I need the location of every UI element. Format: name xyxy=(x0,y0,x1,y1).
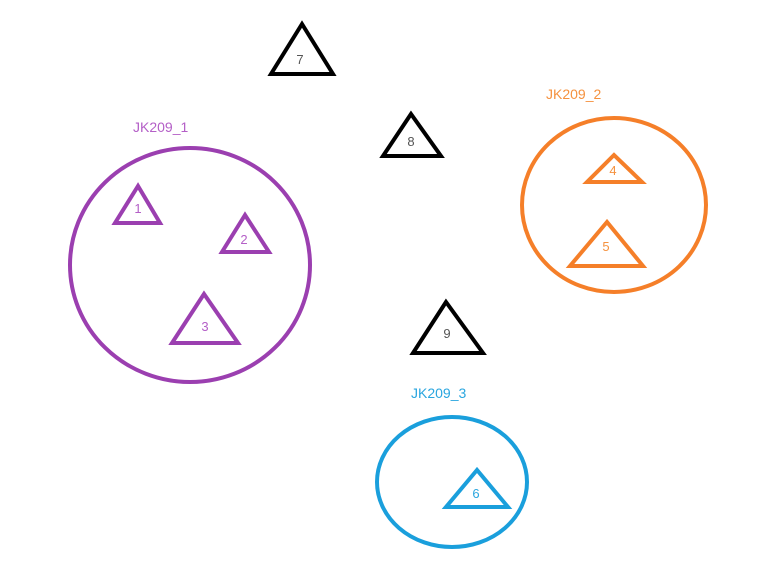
triangle-number-9: 9 xyxy=(443,326,450,341)
triangle-5 xyxy=(565,218,648,268)
triangle-7 xyxy=(267,20,337,76)
triangle-number-5: 5 xyxy=(602,239,609,254)
triangle-number-3: 3 xyxy=(201,319,208,334)
group-circle-jk209-2 xyxy=(520,116,708,294)
triangle-2 xyxy=(218,211,273,254)
group-label-jk209-3: JK209_3 xyxy=(411,385,466,401)
triangle-number-4: 4 xyxy=(609,163,616,178)
triangle-number-2: 2 xyxy=(240,232,247,247)
triangle-number-8: 8 xyxy=(407,134,414,149)
triangle-3 xyxy=(168,290,242,345)
group-circle-jk209-1 xyxy=(68,146,312,384)
group-label-jk209-1: JK209_1 xyxy=(133,119,188,135)
group-label-jk209-2: JK209_2 xyxy=(546,86,601,102)
triangle-number-7: 7 xyxy=(296,52,303,67)
group-circle-jk209-3 xyxy=(375,415,529,549)
triangle-8 xyxy=(379,110,445,158)
triangle-number-6: 6 xyxy=(472,486,479,501)
triangle-number-1: 1 xyxy=(134,201,141,216)
triangle-4 xyxy=(582,152,647,184)
triangle-6 xyxy=(441,466,513,509)
triangle-9 xyxy=(409,298,487,355)
triangle-1 xyxy=(111,182,164,225)
